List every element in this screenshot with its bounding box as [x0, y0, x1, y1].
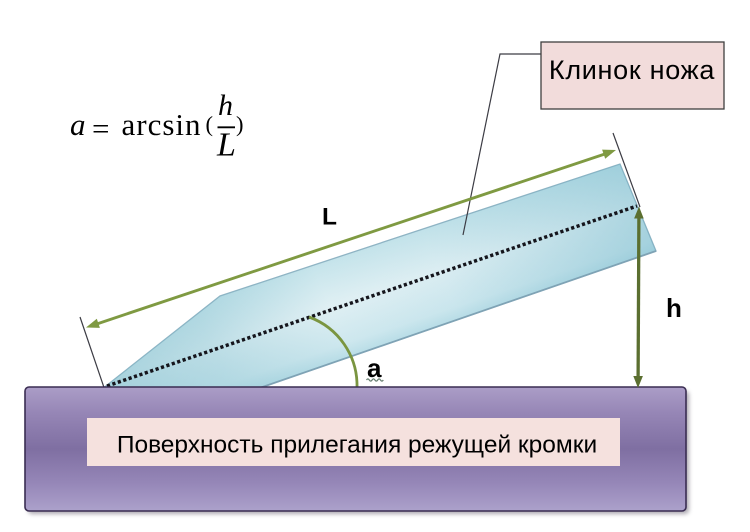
svg-text:=: = — [92, 111, 109, 146]
svg-text:h: h — [218, 89, 233, 122]
svg-text:L: L — [322, 204, 337, 231]
svg-text:Поверхность прилегания режущей: Поверхность прилегания режущей кромки — [117, 432, 597, 459]
svg-text:arcsin: arcsin — [122, 107, 202, 142]
svg-text:a: a — [70, 107, 86, 142]
svg-text:(: ( — [206, 112, 214, 137]
svg-text:h: h — [666, 293, 682, 323]
svg-text:Клинок ножа: Клинок ножа — [549, 55, 715, 85]
svg-text:L: L — [216, 127, 236, 164]
svg-text:): ) — [236, 112, 244, 137]
svg-text:a: a — [367, 353, 382, 383]
